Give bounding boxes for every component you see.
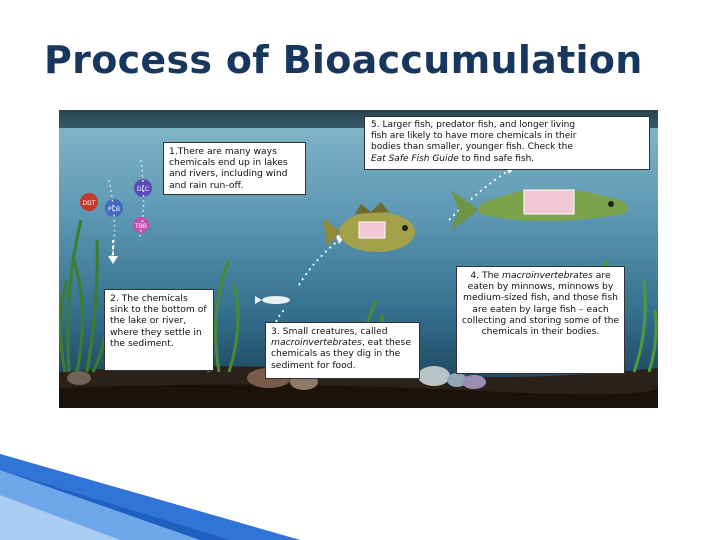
callout-body: 5. Larger fish, predator fish, and longe… [371,120,581,165]
fish-cross-section [523,189,575,215]
callout-runoff: 1.There are many ways chemicals end up i… [163,142,306,195]
pcb-label: PCB [108,206,120,213]
medium-fish-illustration [323,202,415,252]
rock [462,375,486,389]
callout-text: 3. Small creatures, called [271,326,388,337]
callout-text: to find safe fish. [458,153,535,164]
tbb-label: TBB [134,223,147,230]
rock [418,366,450,386]
dlc-label: DLC [137,186,149,193]
callout-larger-fish: 5. Larger fish, predator fish, and longe… [364,116,650,170]
slide-title: Process of Bioaccumulation [44,38,643,82]
callout-macroinvertebrates: 3. Small creatures, called macroinverteb… [265,322,420,379]
fish-cross-section [358,221,386,239]
food-chain-arrows [268,169,510,346]
minnow-illustration [255,296,290,304]
rock [67,371,91,385]
callout-text: 4. The [470,270,503,281]
callout-text: , eat these chemicals as they dig in the… [271,337,411,371]
water-plants-left [59,219,108,373]
slide-decoration [0,454,300,540]
ddt-label: DDT [83,200,96,207]
chemical-particles: DDT PCB TBB DLC [80,159,152,261]
callout-emphasis: Eat Safe Fish Guide [371,153,459,164]
callout-text: 5. Larger fish, predator fish, and longe… [371,120,577,153]
ddt-particle [80,193,98,211]
callout-food-chain: 4. The macroinvertebrates are eaten by m… [456,266,625,374]
rock [447,373,467,387]
pcb-particle [105,199,123,217]
callout-emphasis: macroinvertebrates [271,337,362,349]
sinking-arrow [108,240,118,264]
callout-text: are eaten by minnows, minnows by medium-… [461,270,620,338]
callout-sediment: 2. The chemicals sink to the bottom of t… [104,289,214,371]
large-fish-illustration [451,188,628,230]
dlc-particle [134,179,152,197]
callout-emphasis: macroinvertebrates [502,270,593,281]
tbb-particle [133,217,149,233]
